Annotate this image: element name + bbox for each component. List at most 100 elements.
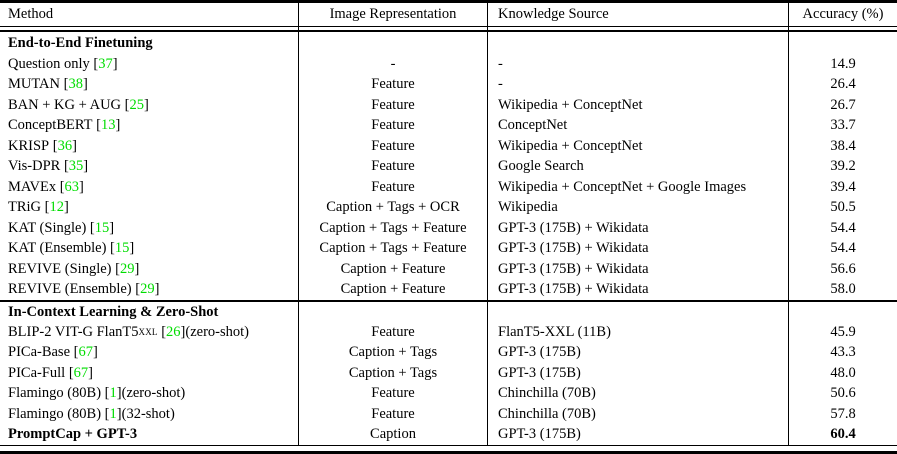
citation-bracket-open: [ [56, 178, 65, 195]
section-header-row: End-to-End Finetuning [0, 32, 897, 54]
method-cell: Question only [37] [0, 54, 298, 75]
method-name: KRISP [8, 137, 50, 154]
accuracy-cell: 45.9 [788, 322, 897, 343]
column-header-knowledge-source: Knowledge Source [487, 3, 788, 26]
method-cell: PICa-Full [67] [0, 363, 298, 384]
method-cell: ConceptBERT [13] [0, 116, 298, 137]
method-suffix: (32-shot) [121, 405, 175, 422]
method-name: REVIVE (Single) [8, 260, 112, 277]
citation-bracket-open: [ [106, 240, 115, 257]
accuracy-cell: 50.5 [788, 197, 897, 218]
citation-link[interactable]: 1 [109, 405, 117, 422]
citation-link[interactable]: 67 [78, 344, 93, 361]
method-cell: PICa-Base [67] [0, 343, 298, 364]
knowledge-source-cell: GPT-3 (175B) + Wikidata [487, 238, 788, 259]
accuracy-cell [788, 302, 897, 322]
citation-link[interactable]: 29 [140, 281, 155, 298]
table-row: Question only [37]--14.9 [0, 54, 897, 75]
citation-bracket-open: [ [121, 96, 130, 113]
citation-bracket-open: [ [101, 385, 110, 402]
method-cell: MUTAN [38] [0, 75, 298, 96]
image-representation-cell: Caption + Tags + OCR [298, 197, 487, 218]
citation-link[interactable]: 29 [119, 260, 135, 277]
method-cell: KAT (Single) [15] [0, 218, 298, 239]
citation-bracket-close: ] [144, 96, 149, 113]
citation-link[interactable]: 13 [100, 117, 116, 134]
method-name: Question only [8, 55, 90, 72]
citation-link[interactable]: 15 [94, 219, 110, 236]
citation-link[interactable]: 15 [114, 240, 130, 257]
bottom-double-rule [0, 445, 897, 450]
method-cell: KRISP [36] [0, 136, 298, 157]
image-representation-cell: Feature [298, 156, 487, 177]
accuracy-cell: 48.0 [788, 363, 897, 384]
citation-bracket-close: ] [83, 158, 89, 175]
method-cell: PromptCap + GPT-3 [0, 425, 298, 446]
method-cell: TRiG [12] [0, 198, 298, 219]
accuracy-cell: 54.4 [788, 238, 897, 259]
citation-link[interactable]: 63 [64, 178, 80, 195]
citation-bracket-open: [ [41, 199, 50, 216]
knowledge-source-cell: - [487, 54, 788, 75]
method-name: BAN + KG + AUG [8, 96, 122, 113]
accuracy-cell: 43.3 [788, 342, 897, 363]
column-header-accuracy: Accuracy (%) [788, 3, 897, 26]
image-representation-cell: Caption [298, 424, 487, 445]
accuracy-cell: 39.2 [788, 156, 897, 177]
column-header-image-representation: Image Representation [298, 3, 487, 26]
image-representation-cell: Caption + Tags [298, 342, 487, 363]
citation-bracket-open: [ [49, 137, 58, 154]
table-row: KAT (Single) [15]Caption + Tags + Featur… [0, 218, 897, 239]
knowledge-source-cell: GPT-3 (175B) + Wikidata [487, 259, 788, 280]
citation-bracket-open: [ [101, 405, 110, 422]
citation-link[interactable]: 1 [109, 385, 117, 402]
citation-bracket-open: [ [157, 323, 167, 340]
method-suffix: (zero-shot) [121, 385, 186, 402]
citation-link[interactable]: 12 [49, 199, 65, 216]
citation-link[interactable]: 67 [73, 364, 89, 381]
citation-bracket-open: [ [89, 55, 99, 72]
citation-link[interactable]: 36 [57, 137, 73, 154]
knowledge-source-cell: Wikipedia + ConceptNet + Google Images [487, 177, 788, 198]
knowledge-source-cell [487, 32, 788, 54]
section-header-row: In-Context Learning & Zero-Shot [0, 300, 897, 322]
citation-link[interactable]: 25 [129, 96, 145, 113]
citation-link[interactable]: 26 [166, 323, 181, 340]
knowledge-source-cell: GPT-3 (175B) + Wikidata [487, 279, 788, 300]
citation-link[interactable]: 37 [98, 55, 113, 72]
knowledge-source-cell: - [487, 74, 788, 95]
knowledge-source-cell: Chinchilla (70B) [487, 404, 788, 425]
image-representation-cell [298, 302, 487, 322]
knowledge-source-cell: Chinchilla (70B) [487, 383, 788, 404]
citation-bracket-close: ] [88, 364, 94, 381]
citation-link[interactable]: 38 [68, 76, 83, 93]
image-representation-cell: Feature [298, 177, 487, 198]
citation-bracket-close: ] [109, 219, 115, 236]
citation-bracket-open: [ [92, 117, 101, 134]
knowledge-source-cell: GPT-3 (175B) [487, 342, 788, 363]
method-name: MAVEx [8, 178, 57, 195]
citation-link[interactable]: 35 [68, 158, 84, 175]
knowledge-source-cell: ConceptNet [487, 115, 788, 136]
accuracy-cell: 54.4 [788, 218, 897, 239]
accuracy-cell: 38.4 [788, 136, 897, 157]
method-name: PromptCap + GPT-3 [8, 426, 138, 443]
knowledge-source-cell: GPT-3 (175B) [487, 424, 788, 445]
method-cell: Vis-DPR [35] [0, 157, 298, 178]
table-header-row: Method Image Representation Knowledge So… [0, 3, 897, 27]
method-cell: REVIVE (Single) [29] [0, 259, 298, 280]
accuracy-cell [788, 32, 897, 54]
image-representation-cell: Caption + Feature [298, 259, 487, 280]
citation-bracket-open: [ [60, 158, 69, 175]
